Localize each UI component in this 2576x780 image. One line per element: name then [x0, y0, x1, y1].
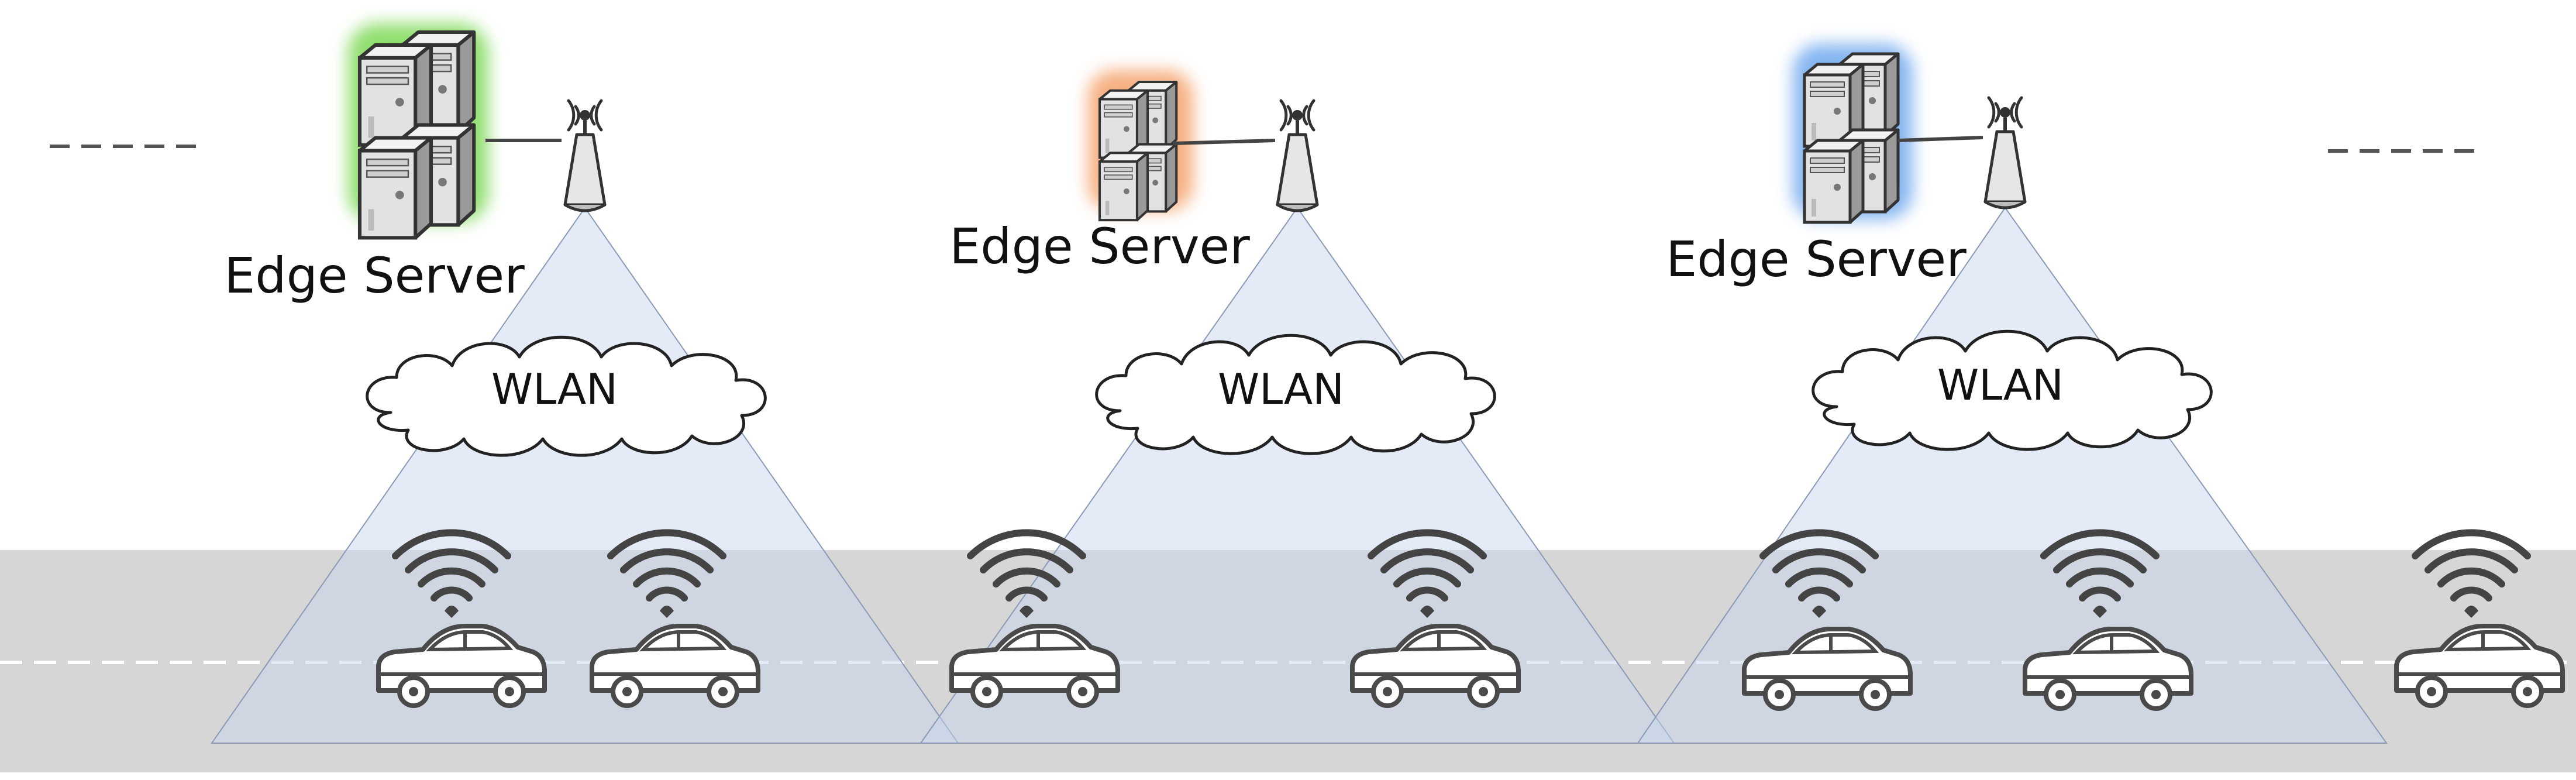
edge-server-label-1: Edge Server	[224, 247, 525, 304]
edge-server-label-3: Edge Server	[1666, 231, 1967, 288]
wlan-label-3: WLAN	[1937, 360, 2064, 410]
wlan-label-2: WLAN	[1218, 365, 1344, 414]
server-link	[1172, 139, 1276, 145]
antenna-icon	[565, 101, 605, 211]
edge-server-icon	[1100, 82, 1176, 220]
wlan-cloud-2: WLAN	[1097, 335, 1495, 453]
edge-server-icon	[1804, 54, 1898, 222]
edge-server-label-2: Edge Server	[949, 218, 1250, 275]
wlan-cloud-1: WLAN	[367, 337, 766, 455]
edge-server-icon	[360, 32, 474, 238]
edge-server-node-1: Edge Server	[224, 23, 605, 304]
edge-server-node-2: Edge Server	[949, 70, 1317, 275]
antenna-icon	[1985, 98, 2025, 208]
antenna-icon	[1277, 101, 1317, 211]
edge-server-node-3: Edge Server	[1666, 44, 2025, 288]
server-link	[1897, 136, 1983, 142]
coverage-area-2	[919, 207, 1675, 744]
wlan-cloud-3: WLAN	[1813, 331, 2212, 449]
coverage-area-1	[211, 207, 959, 744]
wlan-label-1: WLAN	[491, 365, 618, 414]
